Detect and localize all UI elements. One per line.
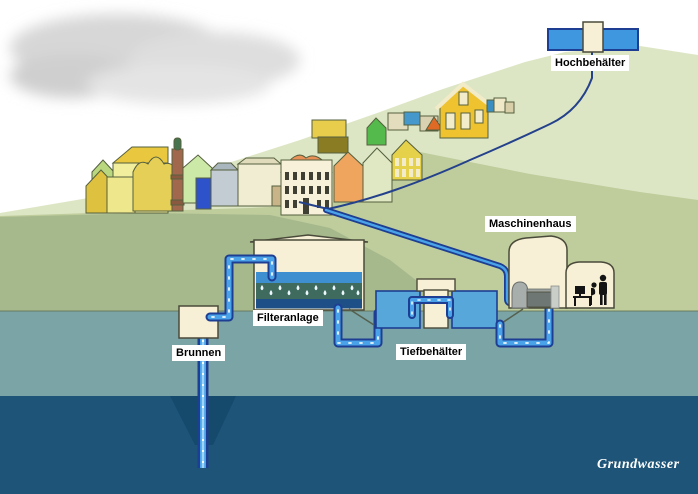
building — [236, 157, 283, 165]
pump-machine — [511, 281, 560, 309]
cloud — [10, 14, 300, 104]
building — [210, 169, 239, 207]
well-to-filter-pipe — [205, 254, 277, 322]
reservoir-to-pump-pipe — [495, 300, 554, 348]
label-grundwasser: Grundwasser — [597, 457, 680, 472]
town-hall — [280, 154, 333, 216]
building — [425, 116, 444, 131]
distribution-branch — [298, 201, 329, 210]
building-blue — [195, 177, 212, 210]
deep-reservoir — [348, 278, 524, 329]
underground — [0, 310, 698, 494]
building — [106, 176, 136, 214]
label-maschinenhaus: Maschinenhaus — [485, 216, 576, 232]
reservoir-crossover-pipe — [408, 296, 454, 319]
machine-house — [508, 235, 615, 309]
building — [403, 111, 421, 126]
label-hochbehaelter: Hochbehälter — [551, 55, 630, 71]
church-tower — [170, 137, 185, 212]
label-brunnen: Brunnen — [172, 345, 226, 361]
building — [504, 101, 515, 114]
groundwater-layer — [0, 396, 698, 494]
building — [493, 97, 507, 113]
building-yellow-windows — [391, 139, 423, 181]
building — [311, 119, 347, 139]
well-head — [178, 305, 219, 339]
label-filteranlage: Filteranlage — [253, 310, 323, 326]
big-yellow-house — [434, 81, 493, 139]
distribution-line — [327, 52, 593, 210]
building-green-house — [366, 117, 387, 146]
elevated-tank — [547, 21, 639, 53]
operator-pictogram — [573, 274, 607, 306]
label-tiefbehaelter: Tiefbehälter — [396, 344, 467, 360]
village — [85, 81, 515, 216]
building — [317, 136, 349, 154]
building — [362, 147, 393, 203]
soil-layer — [0, 311, 698, 396]
